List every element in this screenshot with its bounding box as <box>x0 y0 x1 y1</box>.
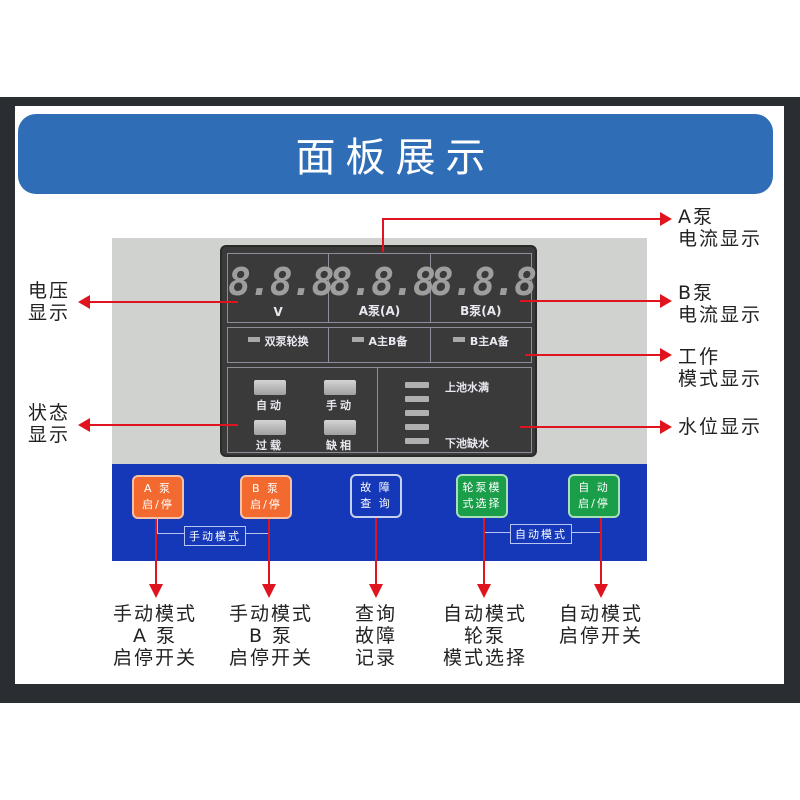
rotation-mode-select-button[interactable]: 轮泵模 式选择 <box>456 474 508 518</box>
status-arrow-line <box>82 424 238 426</box>
status-and-level-row: 自动 手动 过载 缺相 上池水满 下池缺水 <box>227 367 532 453</box>
level-led-icon <box>405 410 429 416</box>
arrow-right-icon <box>660 294 672 308</box>
mode-a-main-b-backup: A主B备 <box>329 328 431 362</box>
mode-b-main-a-backup: B主A备 <box>431 328 531 362</box>
status-phase-loss: 缺相 <box>320 420 360 453</box>
status-overload: 过载 <box>250 420 290 453</box>
arrow-right-icon <box>660 212 672 226</box>
voltage-digits: 8.8.8 <box>228 260 334 304</box>
arrow-down-icon <box>477 584 491 598</box>
auto-mode-label: 自动模式 <box>510 524 572 544</box>
pump-b-unit: B泵(A) <box>460 304 502 318</box>
pump-b-current-display: 8.8.8 B泵(A) <box>430 254 537 322</box>
voltage-display: 8.8.8 V <box>228 254 334 322</box>
status-led-icon <box>324 420 356 435</box>
status-indicators: 自动 手动 过载 缺相 <box>228 368 378 452</box>
callout-pump-a-current: A泵 电流显示 <box>678 206 763 250</box>
pump-b-down-line <box>268 519 270 587</box>
callout-voltage-display: 电压 显示 <box>28 280 71 324</box>
mode-dual-rotation: 双泵轮换 <box>228 328 330 362</box>
callout-fault-record: 查询 故障 记录 <box>354 603 397 669</box>
callout-status-display: 状态 显示 <box>28 402 71 446</box>
work-mode-arrow-line <box>525 354 662 356</box>
pump-a-start-stop-button[interactable]: A 泵 启/停 <box>132 475 184 519</box>
callout-work-mode: 工作 模式显示 <box>678 346 763 390</box>
callout-auto-start-stop: 自动模式 启停开关 <box>558 603 643 647</box>
indicator-led-icon <box>247 337 260 342</box>
fault-down-line <box>375 518 377 587</box>
callout-pump-b-current: B泵 电流显示 <box>678 282 763 326</box>
pump-a-unit: A泵(A) <box>358 304 401 318</box>
status-led-icon <box>254 420 286 435</box>
level-led-icon <box>405 424 429 430</box>
auto-start-stop-button[interactable]: 自 动 启/停 <box>568 474 620 518</box>
level-led-icon <box>405 382 429 388</box>
arrow-down-icon <box>369 584 383 598</box>
pump-a-arrow-line <box>382 218 662 220</box>
callout-auto-rotation-mode: 自动模式 轮泵 模式选择 <box>442 603 527 669</box>
manual-mode-label: 手动模式 <box>184 526 246 546</box>
voltage-unit: V <box>273 305 283 319</box>
status-manual: 手动 <box>320 380 360 413</box>
pump-b-arrow-line <box>520 300 662 302</box>
level-bottom-label: 下池缺水 <box>445 437 489 450</box>
pump-a-digits: 8.8.8 <box>329 260 435 304</box>
fault-query-button[interactable]: 故 障 查 询 <box>350 474 402 518</box>
arrow-down-icon <box>594 584 608 598</box>
callout-manual-pump-a: 手动模式 A 泵 启停开关 <box>112 603 197 669</box>
pump-b-digits: 8.8.8 <box>430 260 537 304</box>
water-level-indicators: 上池水满 下池缺水 <box>378 368 531 452</box>
page-title: 面板展示 <box>295 135 496 181</box>
title-banner: 面板展示 <box>18 114 773 194</box>
status-led-icon <box>324 380 356 395</box>
pump-b-start-stop-button[interactable]: B 泵 启/停 <box>240 475 292 519</box>
lcd-display: 8.8.8 V 8.8.8 A泵(A) 8.8.8 B泵(A) 双泵轮换 A主B… <box>220 245 537 457</box>
arrow-down-icon <box>149 584 163 598</box>
arrow-right-icon <box>660 348 672 362</box>
pump-a-down-line <box>155 519 157 587</box>
pump-a-current-display: 8.8.8 A泵(A) <box>329 254 436 322</box>
indicator-led-icon <box>452 337 465 342</box>
voltage-arrow-line <box>82 301 238 303</box>
auto-down-line <box>600 518 602 587</box>
status-led-icon <box>254 380 286 395</box>
callout-water-level: 水位显示 <box>678 416 763 438</box>
level-top-label: 上池水满 <box>445 381 489 394</box>
work-mode-row: 双泵轮换 A主B备 B主A备 <box>227 327 532 363</box>
rotation-down-line <box>483 518 485 587</box>
status-auto: 自动 <box>250 380 290 413</box>
digit-display-row: 8.8.8 V 8.8.8 A泵(A) 8.8.8 B泵(A) <box>227 253 537 323</box>
water-level-arrow-line <box>520 426 662 428</box>
arrow-down-icon <box>262 584 276 598</box>
pump-a-pointer-line <box>382 218 384 252</box>
level-led-icon <box>405 396 429 402</box>
callout-manual-pump-b: 手动模式 B 泵 启停开关 <box>228 603 313 669</box>
arrow-right-icon <box>660 420 672 434</box>
arrow-left-icon <box>78 295 90 309</box>
arrow-left-icon <box>78 418 90 432</box>
indicator-led-icon <box>351 337 364 342</box>
level-led-icon <box>405 438 429 444</box>
